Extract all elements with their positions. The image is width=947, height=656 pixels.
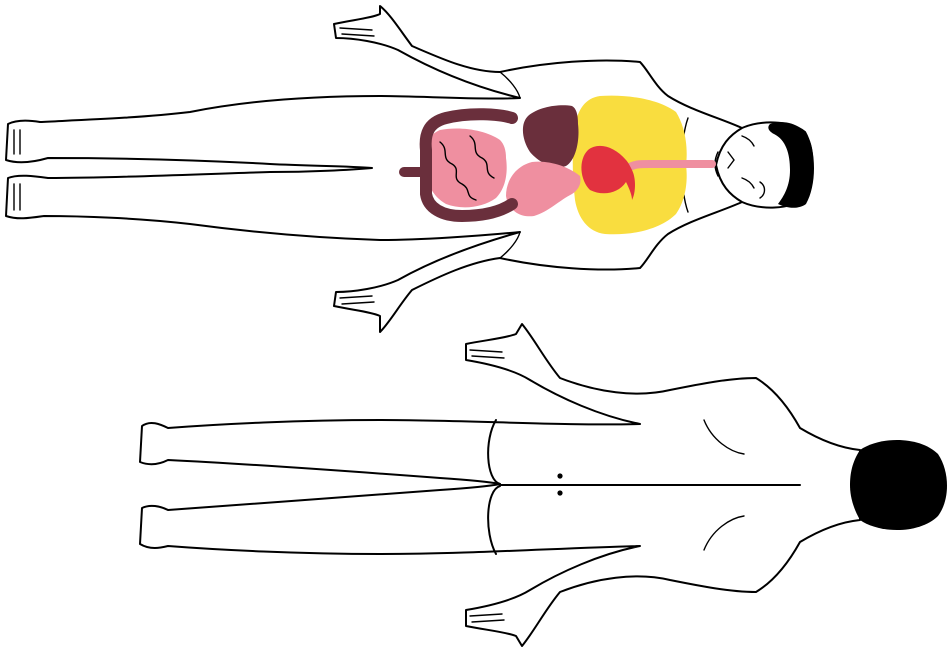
back-figure xyxy=(140,324,947,646)
trachea xyxy=(628,164,712,168)
small-intestine xyxy=(424,128,507,207)
dimple-left xyxy=(557,473,562,478)
front-figure xyxy=(6,6,814,332)
back-hair xyxy=(850,440,947,530)
dimple-right xyxy=(557,490,562,495)
